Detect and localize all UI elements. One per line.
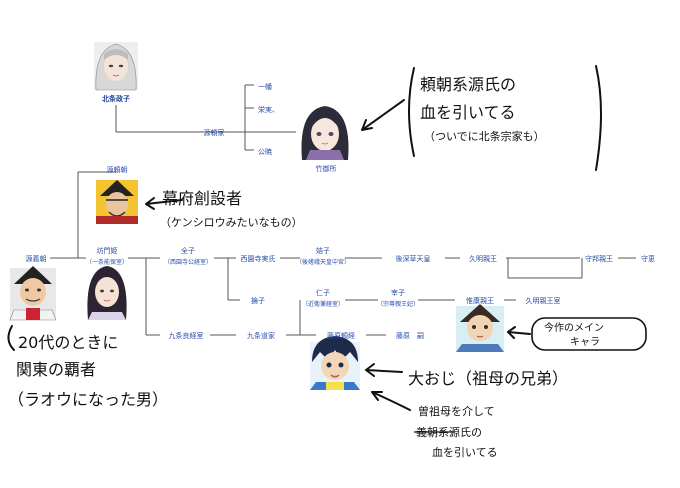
jinshi-sub-label: （近衛兼経室）: [302, 300, 344, 308]
minamoto-yoshitomo-portrait: [9, 266, 57, 321]
minamoto-yoritomo-label: 源頼朝: [107, 165, 128, 174]
saishi-sub-label: （宗尊親王妃）: [377, 300, 419, 308]
bomonhime-label: 坊門姫: [97, 246, 118, 255]
note4-line2: キャラ: [570, 336, 600, 348]
note1-bracket: [408, 67, 415, 157]
note1-line3: （ついでに北条宗家も）: [424, 129, 545, 143]
bomonhime-portrait: [87, 266, 127, 320]
note4-bubble: [531, 317, 647, 351]
take-gosho-label: 竹御所: [316, 164, 337, 173]
note6-line3: 血を引いてる: [432, 445, 498, 459]
saishi-label: 宰子: [391, 288, 405, 297]
koreyasu-portrait: [456, 304, 504, 352]
note1-arrow: [361, 99, 405, 131]
morikuni-label: 守邦親王: [585, 254, 613, 263]
note4-line1: 今作のメイン: [544, 321, 604, 334]
minamoto-yoshitomo-label: 源義朝: [26, 254, 47, 263]
kujo-michiie-label: 九条道家: [247, 331, 275, 340]
zenshi-label: 全子: [181, 246, 195, 255]
note1-bracket-right: [595, 65, 602, 171]
zenshi-sub-label: （西園寺公経室）: [164, 258, 212, 266]
kugyo-label: 公暁: [258, 148, 272, 156]
kitsushi-label: 姞子: [316, 246, 330, 255]
ichiman-label: 一幡: [258, 82, 272, 91]
hisaaki-shitsu-label: 久明親王室: [526, 296, 561, 305]
minamoto-yoriie-label: 源頼家: [204, 128, 225, 137]
koreyasu-label: 惟康親王: [466, 296, 494, 305]
note2-line1: 幕府創設者: [162, 189, 242, 208]
note6-line1: 曽祖母を介して: [418, 404, 495, 418]
bomonhime-sub-label: （一条能保室）: [86, 258, 128, 266]
take-gosho-portrait: [301, 106, 349, 160]
moriyoshi-label: 守恵: [641, 254, 655, 263]
note6-arrow: [371, 391, 411, 411]
jinshi-label: 仁子: [316, 288, 330, 297]
note3-line2: 関東の覇者: [16, 360, 96, 379]
fujiwara-yoritsune-label: 藤原頼経: [327, 331, 355, 340]
note3-bracket: [7, 325, 15, 351]
minamoto-yoritomo-portrait: [96, 180, 138, 224]
eijitsu-label: 栄実、: [258, 105, 279, 114]
hojo-masako-portrait: [94, 42, 138, 91]
note1-line2: 血を引いてる: [420, 103, 516, 122]
note2-line2: （ケンシロウみたいなもの）: [160, 216, 303, 229]
note5-text: 大おじ（祖母の兄弟）: [408, 369, 568, 388]
fujiwara-yoritsugu-label: 藤原 嗣: [396, 331, 424, 340]
hojo-masako-label: 北条政子: [102, 94, 130, 103]
note4-arrow: [507, 326, 531, 339]
note3-line1: 20代のときに: [18, 333, 118, 352]
gofukakusa-label: 後深草天皇: [396, 254, 431, 263]
note5-arrow: [365, 363, 403, 377]
saionji-saneuji-label: 西園寺実氏: [241, 254, 276, 263]
fujiwara-yoritsune-portrait: [310, 336, 360, 390]
note2-arrow: [145, 197, 183, 210]
hisaaki-label: 久明親王: [469, 254, 497, 263]
kujo-yoshitsune-label: 九条良経室: [169, 331, 204, 340]
note3-line3: （ラオウになった男）: [8, 390, 168, 409]
note1-line1: 頼朝系源氏の: [420, 75, 516, 94]
kitsushi-sub-label: （後嵯峨天皇中宮）: [296, 258, 350, 266]
rinshi-label: 掄子: [251, 296, 265, 305]
tree-connectors: [50, 84, 636, 336]
